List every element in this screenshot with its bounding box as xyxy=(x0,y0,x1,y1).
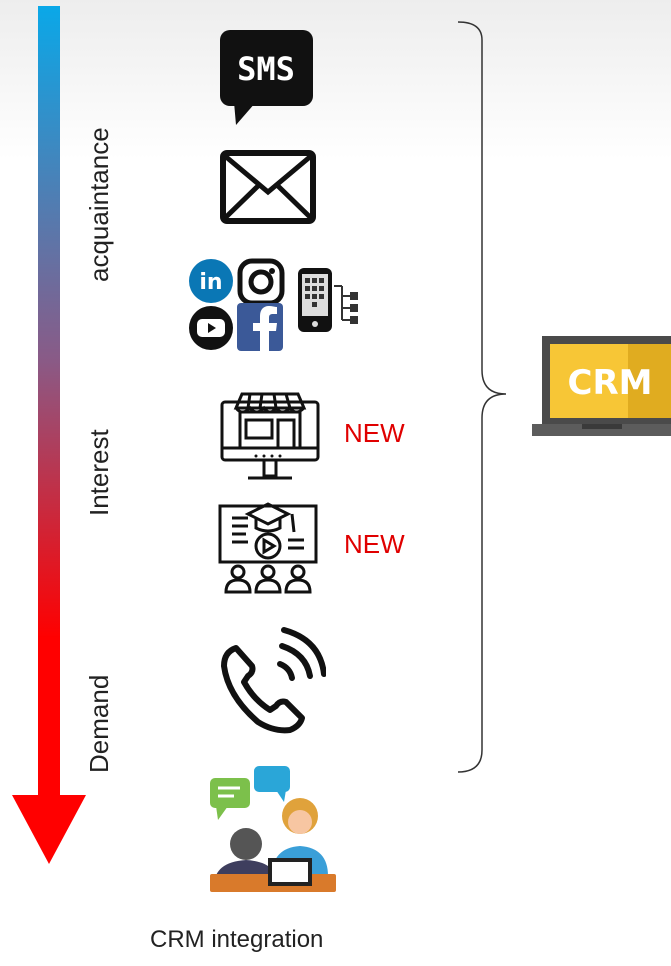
online-store-icon xyxy=(220,388,320,488)
youtube-icon xyxy=(188,305,234,351)
sms-icon-text: SMS xyxy=(237,50,295,88)
funnel-arrow xyxy=(0,0,100,870)
stage-label-demand: Demand xyxy=(84,674,114,773)
caption: CRM integration xyxy=(150,926,324,953)
phone-network-icon xyxy=(296,266,366,336)
facebook-icon xyxy=(236,302,284,352)
crm-laptop-icon: CRM xyxy=(532,332,671,444)
sms-icon: SMS xyxy=(220,30,315,126)
stage-label-interest: Interest xyxy=(84,429,114,516)
webinar-icon xyxy=(218,498,318,596)
new-badge-webinar: NEW xyxy=(344,529,405,559)
crm-icon-text: CRM xyxy=(568,363,653,403)
linkedin-icon-text: in xyxy=(199,270,222,295)
new-badge-store: NEW xyxy=(344,418,405,448)
stage-label-acquaintance: acquaintance xyxy=(84,127,114,282)
phone-call-icon xyxy=(214,626,326,738)
linkedin-icon: in xyxy=(188,258,234,304)
grouping-brace xyxy=(452,20,522,776)
consultation-icon xyxy=(206,764,340,894)
instagram-icon xyxy=(237,258,285,306)
email-icon xyxy=(220,150,316,224)
